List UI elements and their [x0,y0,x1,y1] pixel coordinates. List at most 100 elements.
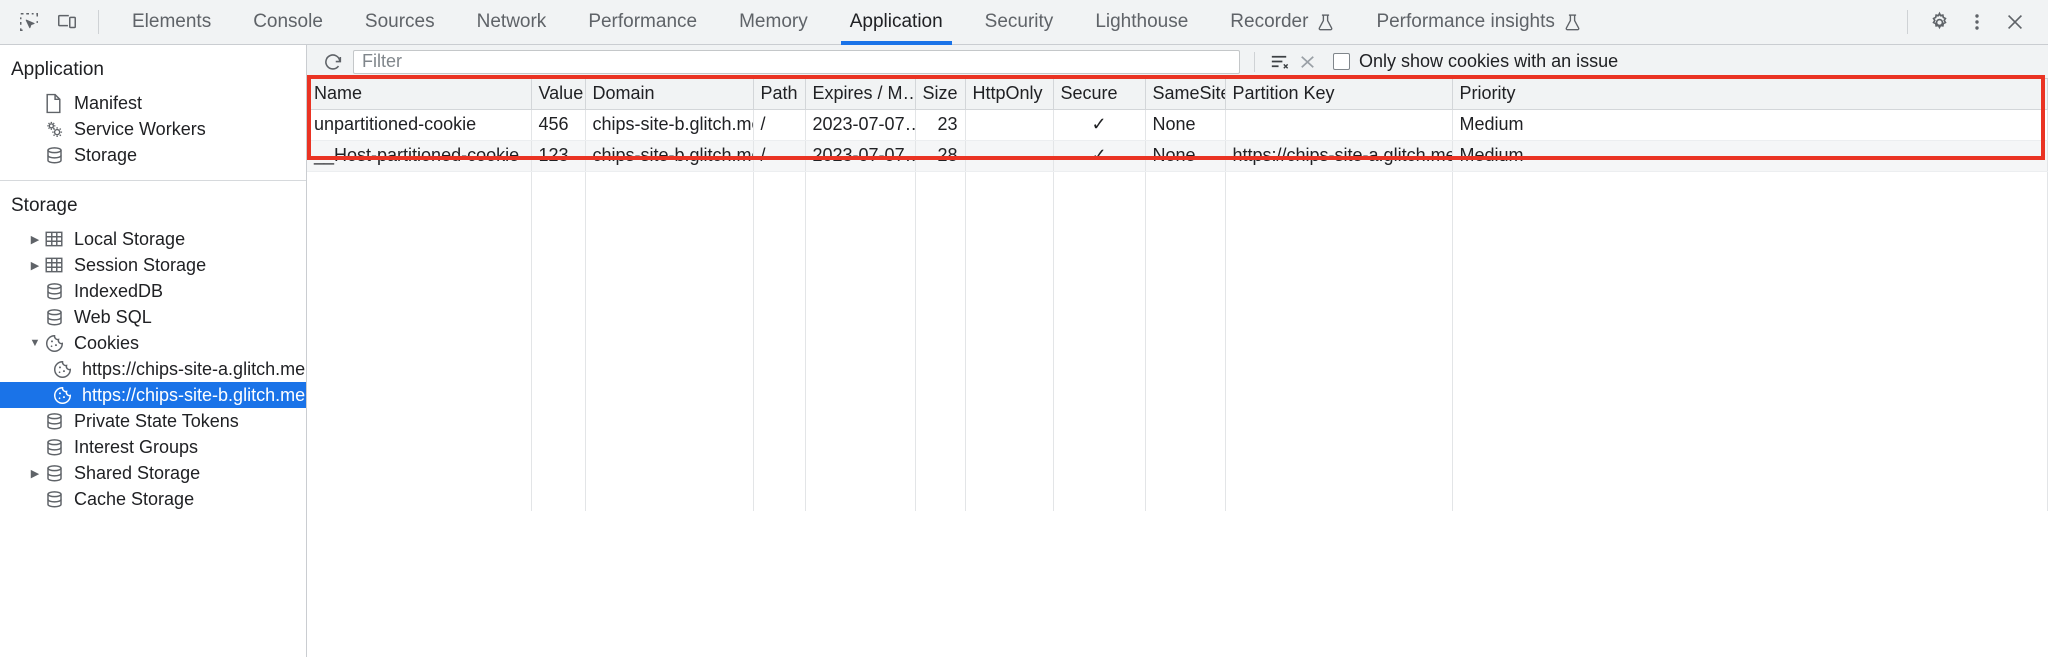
sidebar-section-storage: Storage ▶ Local Storage ▶ [0,180,306,524]
tab-label: Network [476,11,547,32]
tab-performance[interactable]: Performance [567,0,718,45]
sidebar-item-label: Cookies [74,332,140,353]
tab-label: Sources [364,11,435,32]
cell-domain: chips-site-b.glitch.me [585,109,754,141]
issue-filter-checkbox-group[interactable]: Only show cookies with an issue [1333,51,1618,72]
clear-filters-icon[interactable] [1265,49,1293,75]
table-empty-space [307,171,2048,511]
database-icon [44,145,70,166]
tab-performance-insights[interactable]: Performance insights [1355,0,1601,45]
sidebar-item-manifest[interactable]: ▶ Manifest [0,90,306,116]
sidebar-item-label: Manifest [74,92,143,113]
clear-all-icon[interactable] [1293,49,1321,75]
close-icon[interactable] [1996,5,2034,39]
sidebar-item-local-storage[interactable]: ▶ Local Storage [0,226,306,252]
chevron-down-icon[interactable]: ▼ [29,337,41,349]
sidebar-item-indexeddb[interactable]: ▶ IndexedDB [0,278,306,304]
tab-lighthouse[interactable]: Lighthouse [1074,0,1209,45]
cell-partition-key [1225,109,1453,141]
cell-httponly [965,140,1054,172]
tab-sources[interactable]: Sources [344,0,456,45]
chevron-right-icon[interactable]: ▶ [30,259,40,272]
cookies-panel: Filter Only show cookies with an [307,45,2048,657]
tab-label: Memory [739,11,808,32]
sidebar-item-label: Session Storage [74,254,207,275]
database-icon [44,437,70,458]
column-header-path[interactable]: Path [753,79,806,110]
sidebar-item-label: Shared Storage [74,462,201,483]
tab-label: Application [849,11,943,32]
chevron-right-icon[interactable]: ▶ [30,467,40,480]
tab-network[interactable]: Network [456,0,568,45]
sidebar-item-shared-storage[interactable]: ▶ Shared Storage [0,460,306,486]
column-header-value[interactable]: Value [531,79,586,110]
sidebar-item-label: Private State Tokens [74,410,239,431]
sidebar-item-session-storage[interactable]: ▶ Session Storage [0,252,306,278]
gear-icon[interactable] [1920,5,1958,39]
cell-path: / [753,140,806,172]
experiment-flask-icon [1317,13,1334,32]
cell-value: 123 [531,140,586,172]
more-options-icon[interactable] [1958,5,1996,39]
column-header-domain[interactable]: Domain [585,79,754,110]
column-header-expires[interactable]: Expires / M… [805,79,916,110]
panel-tabs: Elements Console Sources Network Perform… [111,0,1602,45]
table-row[interactable]: __Host-partitioned-cookie 123 chips-site… [307,140,2048,172]
cell-samesite: None [1145,140,1226,172]
sidebar-item-label: https://chips-site-a.glitch.me [82,358,306,379]
cell-samesite: None [1145,109,1226,141]
tab-label: Lighthouse [1095,11,1189,32]
cell-value: 456 [531,109,586,141]
tab-console[interactable]: Console [232,0,344,45]
sidebar-item-private-state-tokens[interactable]: ▶ Private State Tokens [0,408,306,434]
tab-memory[interactable]: Memory [718,0,829,45]
device-toolbar-icon[interactable] [48,5,86,39]
table-header-row: Name Value Domain Path Expires / M… Size… [307,79,2048,110]
inspect-element-icon[interactable] [10,5,48,39]
sidebar-item-cookies-site-a[interactable]: https://chips-site-a.glitch.me [0,356,306,382]
tab-label: Performance [588,11,698,32]
tab-recorder[interactable]: Recorder [1209,0,1355,45]
column-header-size[interactable]: Size [915,79,966,110]
tab-application[interactable]: Application [829,0,964,45]
sidebar-item-cookies[interactable]: ▼ Cookies [0,330,306,356]
sidebar-section-title: Application [11,59,104,80]
cell-name: unpartitioned-cookie [307,109,532,141]
tab-security[interactable]: Security [964,0,1075,45]
tab-label: Performance insights [1376,11,1555,32]
refresh-icon[interactable] [319,49,347,75]
table-row[interactable]: unpartitioned-cookie 456 chips-site-b.gl… [307,109,2048,141]
sidebar-item-service-workers[interactable]: ▶ Service Workers [0,116,306,142]
filter-input[interactable]: Filter [353,49,1240,74]
database-icon [44,463,70,484]
cookies-table: Name Value Domain Path Expires / M… Size… [307,79,2048,511]
cookies-filter-toolbar: Filter Only show cookies with an [307,45,2048,79]
sidebar-item-cache-storage[interactable]: ▶ Cache Storage [0,486,306,512]
column-header-httponly[interactable]: HttpOnly [965,79,1054,110]
sidebar-section-application: Application ▶ Manifest ▶ [0,45,306,180]
issue-filter-checkbox[interactable] [1333,53,1350,70]
sidebar-item-label: Cache Storage [74,488,195,509]
column-header-samesite[interactable]: SameSite [1145,79,1226,110]
cell-size: 23 [915,109,966,141]
cell-httponly [965,109,1054,141]
column-header-name[interactable]: Name [307,79,532,110]
sidebar-item-storage[interactable]: ▶ Storage [0,142,306,168]
sidebar-item-label: Interest Groups [74,436,199,457]
cell-path: / [753,109,806,141]
sidebar-item-cookies-site-b[interactable]: https://chips-site-b.glitch.me [0,382,306,408]
cookie-icon [44,333,70,354]
tab-elements[interactable]: Elements [111,0,232,45]
chevron-right-icon[interactable]: ▶ [30,233,40,246]
cell-domain: chips-site-b.glitch.me [585,140,754,172]
sidebar-item-label: https://chips-site-b.glitch.me [82,384,306,405]
sidebar-item-label: Local Storage [74,228,186,249]
column-header-priority[interactable]: Priority [1452,79,2048,110]
column-header-secure[interactable]: Secure [1053,79,1146,110]
sidebar-item-interest-groups[interactable]: ▶ Interest Groups [0,434,306,460]
manifest-document-icon [44,93,70,114]
sidebar-item-web-sql[interactable]: ▶ Web SQL [0,304,306,330]
filter-divider [1254,51,1255,72]
column-header-partition-key[interactable]: Partition Key [1225,79,1453,110]
